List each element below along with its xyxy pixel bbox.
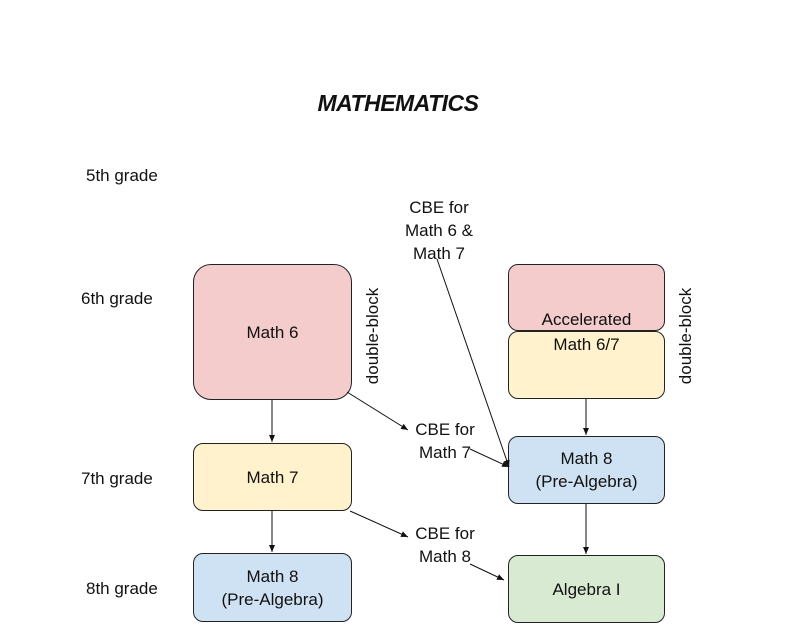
accelerated-bottom-box: Math 6/7: [508, 331, 665, 399]
cbe-math7-label: CBE for Math 7: [415, 420, 475, 462]
math6-label: Math 6: [246, 322, 299, 342]
arrow-cbe7-to-math8: [469, 448, 510, 468]
math7-box: Math 7: [193, 443, 352, 511]
grade-label-5th: 5th grade: [86, 166, 158, 185]
accelerated-top-label: Accelerated: [541, 310, 632, 329]
math8-right-label: Math 8 (Pre-Algebra): [535, 449, 638, 491]
arrow-math7-to-cbe8: [349, 510, 409, 538]
math6-box: Math 6: [193, 264, 352, 400]
grade-label-6th: 6th grade: [81, 289, 153, 308]
math8-left-label: Math 8 (Pre-Algebra): [221, 566, 324, 609]
grade-label-8th: 8th grade: [86, 579, 158, 598]
cbe-math8-label: CBE for Math 8: [415, 524, 475, 566]
math8-right-box: Math 8 (Pre-Algebra): [508, 436, 665, 504]
arrow-math6-to-cbe7: [346, 391, 409, 431]
accelerated-bottom-label: Math 6/7: [553, 335, 620, 354]
accelerated-top-box: Accelerated: [508, 264, 665, 331]
math8-left-box: Math 8 (Pre-Algebra): [193, 553, 352, 622]
arrow-cbe67-to-math8: [436, 258, 510, 468]
cbe-math6-7-label: CBE for Math 6 & Math 7: [404, 198, 474, 263]
arrow-cbe8-to-algebra1: [469, 563, 505, 581]
algebra1-label: Algebra I: [552, 579, 621, 599]
grade-label-7th: 7th grade: [81, 469, 153, 488]
algebra1-box: Algebra I: [508, 555, 665, 623]
page-title: MATHEMATICS: [317, 90, 479, 116]
math7-label: Math 7: [246, 467, 299, 487]
